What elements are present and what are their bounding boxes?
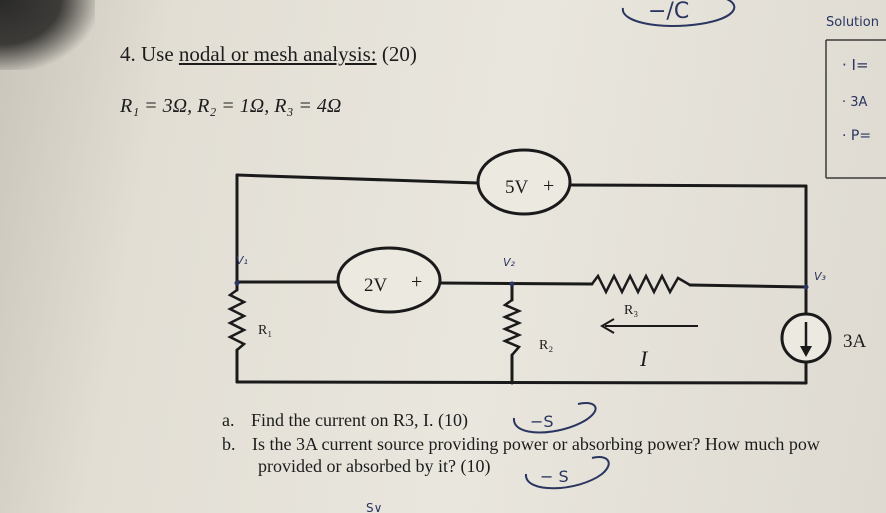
handwritten-solution: Solution bbox=[826, 15, 879, 30]
label-current-i: I bbox=[639, 346, 649, 371]
wire-top-right bbox=[568, 183, 808, 188]
label-r1: R₁ bbox=[258, 323, 272, 338]
voltage-source-5v bbox=[476, 148, 572, 216]
label-5v-plus: + bbox=[543, 175, 554, 197]
note-i: · I= bbox=[842, 56, 869, 74]
resistor-values: R₁ = 3Ω, R₂ = 1Ω, R₃ = 4Ω bbox=[120, 95, 342, 117]
wire-bottom bbox=[235, 380, 808, 385]
handwritten-oval-a bbox=[512, 402, 597, 434]
note-p: · P= bbox=[842, 128, 871, 144]
label-3a: 3A bbox=[843, 331, 867, 352]
wire-mid-2 bbox=[438, 281, 594, 286]
node-v3: V₃ bbox=[814, 270, 827, 283]
handwritten-mark-bottom: S∨ bbox=[366, 501, 382, 513]
wire-top-left bbox=[235, 173, 480, 185]
label-r3: R₃ bbox=[624, 303, 638, 318]
label-r2: R₂ bbox=[539, 338, 553, 353]
voltage-source-2v bbox=[336, 246, 442, 314]
part-b-letter: b. bbox=[222, 434, 236, 454]
handwritten-oval-top bbox=[621, 0, 736, 27]
node-v1: V₁ bbox=[236, 254, 248, 267]
wire-mid-3 bbox=[688, 283, 808, 289]
node-dot-v3 bbox=[803, 284, 809, 290]
question-use: Use bbox=[141, 42, 174, 66]
handwritten-answer-top: −/C bbox=[648, 0, 689, 24]
node-dot-v1 bbox=[234, 280, 240, 286]
part-b: b. Is the 3A current source providing po… bbox=[222, 434, 820, 455]
shadow-corner bbox=[0, 0, 95, 70]
label-2v: 2V bbox=[364, 275, 388, 296]
question-points: (20) bbox=[381, 42, 417, 66]
left-arrow-icon bbox=[600, 318, 615, 334]
question-method: nodal or mesh analysis: bbox=[178, 42, 377, 66]
resistor-r3 bbox=[591, 273, 691, 295]
label-5v: 5V bbox=[505, 177, 529, 198]
question-number: 4. bbox=[120, 42, 136, 66]
part-b-text: Is the 3A current source providing power… bbox=[252, 434, 820, 454]
down-arrow-icon bbox=[800, 346, 812, 357]
handwritten-answer-b: − S bbox=[540, 467, 569, 486]
resistor-r1 bbox=[227, 288, 247, 351]
part-b-continued: provided or absorbed by it? (10) bbox=[258, 456, 491, 476]
resistor-r2 bbox=[501, 298, 523, 356]
part-a-letter: a. bbox=[222, 410, 235, 430]
handwritten-oval-b bbox=[524, 456, 610, 490]
node-v2: V₂ bbox=[503, 256, 516, 269]
part-a-text: Find the current on R3, I. (10) bbox=[251, 410, 468, 430]
label-2v-plus: + bbox=[411, 271, 422, 293]
handwritten-answer-a: −S bbox=[530, 412, 554, 431]
question-title: 4. Use nodal or mesh analysis: (20) bbox=[120, 42, 417, 67]
node-dot-v2 bbox=[509, 281, 515, 287]
note-3a: · 3A bbox=[842, 95, 868, 110]
part-a: a. Find the current on R3, I. (10) bbox=[222, 410, 468, 431]
